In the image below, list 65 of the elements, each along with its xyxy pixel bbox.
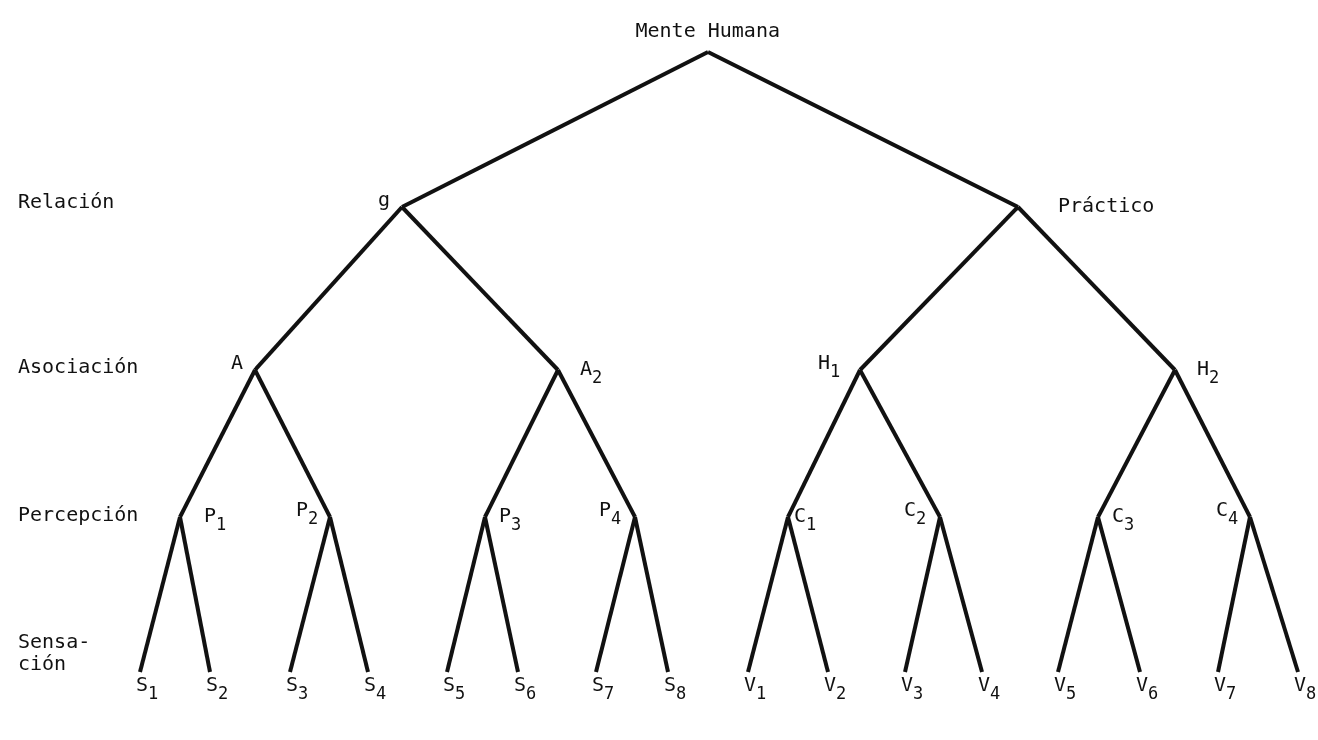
tree-node-label: V$_{1}$ — [744, 672, 767, 705]
tree-branch-line — [401, 50, 709, 209]
tree-node-label: S$_{7}$ — [592, 672, 615, 705]
tree-node-label: V$_{5}$ — [1054, 672, 1077, 705]
tree-branch-line — [253, 369, 332, 518]
tree-branch-line — [138, 516, 182, 673]
tree-node-label: P$_{3}$ — [485, 503, 522, 536]
tree-node-label: V$_{2}$ — [824, 672, 847, 705]
tree-node-label: P$_{1}$ — [180, 503, 227, 536]
tree-node-label: S$_{3}$ — [286, 672, 309, 705]
tree-branch-line — [253, 205, 404, 372]
tree-branch-line — [1216, 516, 1252, 673]
tree-node-label: V$_{3}$ — [901, 672, 924, 705]
tree-branch-line — [786, 369, 862, 518]
tree-node-label: C$_{2}$ — [904, 497, 941, 530]
tree-node-label: C$_{3}$ — [1098, 503, 1135, 536]
tree-node-label: H$_{1}$ — [818, 350, 861, 383]
tree-node-label: S$_{6}$ — [514, 672, 537, 705]
tree-node-label: A — [231, 350, 256, 374]
level-label: Asociación — [18, 355, 140, 377]
tree-branch-line — [328, 516, 370, 673]
tree-node-label: Mente Humana — [635, 18, 780, 52]
tree-node-label: V$_{6}$ — [1136, 672, 1159, 705]
tree-branch-line — [858, 205, 1020, 372]
tree-branch-line — [1248, 516, 1300, 673]
tree-branch-line — [858, 369, 942, 518]
tree-node-label: V$_{8}$ — [1294, 672, 1317, 705]
tree-node-label: C$_{1}$ — [788, 503, 817, 536]
tree-node-label: V$_{7}$ — [1214, 672, 1237, 705]
tree-branch-line — [594, 516, 637, 673]
tree-node-label: P$_{2}$ — [296, 497, 331, 530]
level-label: Sensa- ción — [18, 630, 88, 674]
tree-branch-line — [938, 516, 984, 673]
tree-branch-line — [1173, 369, 1252, 518]
tree-branch-line — [288, 516, 332, 673]
level-label: Relación — [18, 190, 116, 212]
tree-branch-line — [1056, 516, 1100, 673]
tree-node-label: S$_{2}$ — [206, 672, 229, 705]
tree-branch-line — [786, 516, 830, 673]
tree-branch-line — [178, 516, 212, 673]
tree-branch-line — [400, 205, 560, 372]
tree-branch-line — [746, 516, 790, 673]
tree-node-label: S$_{4}$ — [364, 672, 387, 705]
tree-node-label: Práctico — [1018, 193, 1155, 217]
tree-node-label: H$_{2}$ — [1175, 356, 1220, 389]
tree-branch-line — [1096, 516, 1142, 673]
tree-branch-line — [633, 516, 670, 673]
tree-node-label: S$_{8}$ — [664, 672, 687, 705]
tree-branch-line — [707, 50, 1019, 209]
tree-branch-line — [483, 516, 520, 673]
tree-branch-line — [178, 369, 257, 518]
tree-node-label: A$_{2}$ — [558, 356, 603, 389]
tree-node-label: V$_{4}$ — [978, 672, 1001, 705]
tree-node-label: S$_{5}$ — [443, 672, 466, 705]
level-label: Percepción — [18, 503, 140, 525]
tree-branch-line — [445, 516, 487, 673]
tree-branch-line — [556, 369, 637, 518]
tree-branch-line — [903, 516, 942, 673]
tree-branch-line — [1016, 205, 1177, 372]
tree-node-label: C$_{4}$ — [1216, 497, 1251, 530]
tree-node-label: S$_{1}$ — [136, 672, 159, 705]
tree-node-label: g — [378, 187, 403, 211]
tree-branch-line — [483, 369, 560, 518]
tree-node-label: P$_{4}$ — [599, 497, 636, 530]
tree-branch-line — [1096, 369, 1177, 518]
